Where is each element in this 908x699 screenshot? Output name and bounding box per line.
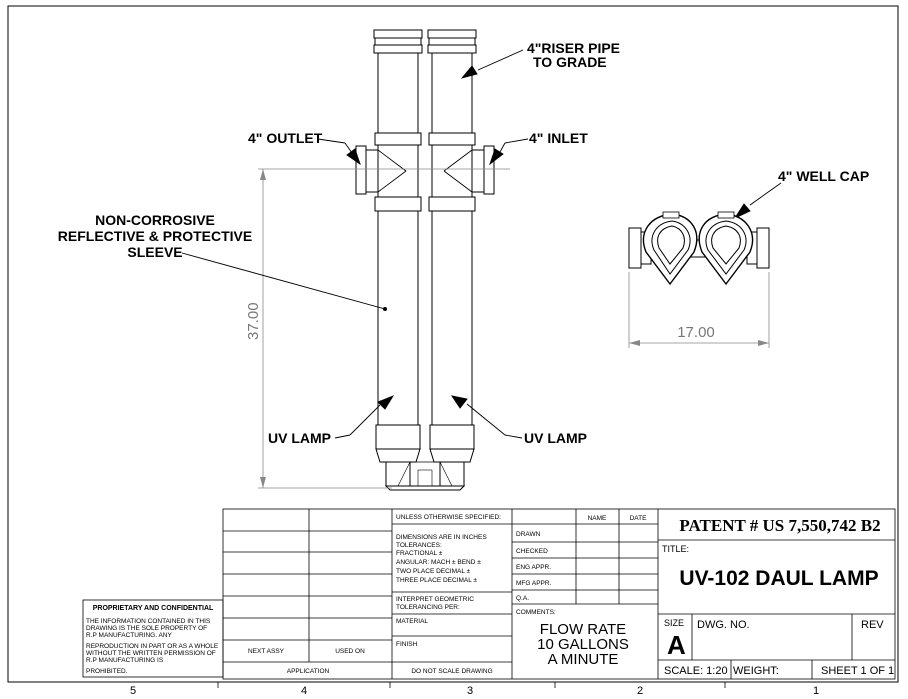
width-dimension: [628, 272, 770, 348]
well-cap-label: 4" WELL CAP: [778, 168, 869, 184]
interpret-line: INTERPRET GEOMETRIC: [396, 596, 474, 603]
title-label: TITLE:: [662, 544, 689, 554]
left-pipe-column: [355, 29, 423, 487]
width-dimension-value: 17.00: [677, 324, 715, 341]
zone-3: 3: [467, 685, 473, 697]
proprietary-line: REPRODUCTION IN PART OR AS A WHOLE: [86, 643, 219, 650]
used-on-label: USED ON: [335, 648, 365, 655]
sleeve-label-line1: NON-CORROSIVE: [95, 212, 215, 228]
dims-line: FRACTIONAL ±: [396, 550, 443, 557]
approval-qa: Q.A.: [516, 595, 529, 602]
next-assy-label: NEXT ASSY: [248, 648, 285, 655]
sleeve-label-line2: REFLECTIVE & PROTECTIVE: [58, 228, 252, 244]
title-block: [222, 508, 896, 680]
dims-line: DIMENSIONS ARE IN INCHES: [396, 534, 487, 541]
scale-label: SCALE: 1:20: [664, 665, 728, 677]
interpret-line: TOLERANCING PER:: [396, 604, 460, 611]
approval-drawn: DRAWN: [516, 531, 541, 538]
size-label: SIZE: [664, 618, 684, 628]
drawing-title: UV-102 DAUL LAMP: [679, 567, 878, 590]
date-header: DATE: [630, 515, 648, 522]
sleeve-leader-dot: [383, 307, 387, 311]
zone-2: 2: [637, 685, 643, 697]
sheet-label: SHEET 1 OF 1: [821, 665, 894, 677]
approval-mfg: MFG APPR.: [516, 580, 552, 587]
zone-1: 1: [813, 685, 819, 697]
riser-label-line1: 4"RISER PIPE: [527, 40, 620, 56]
application-label: APPLICATION: [287, 668, 330, 675]
elevation-view: [355, 29, 495, 491]
name-header: NAME: [588, 515, 607, 522]
finish-label: FINISH: [396, 641, 418, 648]
leaders: [181, 49, 782, 439]
sheet-border: [7, 5, 899, 683]
unless-label: UNLESS OTHERWISE SPECIFIED:: [396, 514, 501, 521]
proprietary-heading: PROPRIETARY AND CONFIDENTIAL: [93, 605, 214, 612]
uv-lamp-right-label: UV LAMP: [524, 430, 587, 446]
proprietary-line: THE INFORMATION CONTAINED IN THIS: [86, 618, 211, 625]
right-pipe-column: [427, 29, 495, 487]
dims-line: TOLERANCES:: [396, 542, 442, 549]
zone-5: 5: [130, 685, 136, 697]
rev-label: REV: [861, 619, 884, 631]
outlet-label: 4" OUTLET: [248, 130, 323, 146]
proprietary-line: R.P MANUFACTURING. ANY: [86, 632, 173, 639]
proprietary-line: R.P MANUFACTURING IS: [86, 657, 164, 664]
flow-rate-line3: A MINUTE: [548, 651, 619, 668]
height-dimension: [258, 168, 510, 489]
proprietary-line: DRAWING IS THE SOLE PROPERTY OF: [86, 625, 207, 632]
do-not-scale-label: DO NOT SCALE DRAWING: [411, 668, 492, 675]
height-dimension-value: 37.00: [245, 302, 262, 340]
dims-line: TWO PLACE DECIMAL ±: [396, 568, 471, 575]
top-view: [628, 211, 770, 286]
comments-label: COMMENTS:: [516, 609, 556, 616]
dims-line: ANGULAR: MACH ± BEND ±: [396, 559, 481, 566]
approval-eng: ENG APPR.: [516, 564, 551, 571]
weight-label: WEIGHT:: [733, 665, 779, 677]
approval-checked: CHECKED: [516, 548, 548, 555]
dims-line: THREE PLACE DECIMAL ±: [396, 577, 477, 584]
flow-rate-line1: FLOW RATE: [540, 621, 626, 638]
patent-number: PATENT # US 7,550,742 B2: [679, 516, 880, 535]
zone-4: 4: [301, 685, 307, 697]
material-label: MATERIAL: [396, 618, 428, 625]
proprietary-block: PROPRIETARY AND CONFIDENTIAL THE INFORMA…: [82, 599, 224, 678]
proprietary-line: WITHOUT THE WRITTEN PERMISSION OF: [86, 650, 216, 657]
sleeve-label-line3: SLEEVE: [127, 244, 182, 260]
inlet-label: 4" INLET: [529, 130, 588, 146]
uv-lamp-left-label: UV LAMP: [268, 430, 331, 446]
riser-label-line2: TO GRADE: [533, 54, 607, 70]
size-value: A: [667, 630, 686, 660]
flow-rate-line2: 10 GALLONS: [537, 636, 629, 653]
proprietary-line: PROHIBITED.: [86, 668, 128, 675]
dwg-no-label: DWG. NO.: [697, 619, 750, 631]
bottom-tray: [384, 485, 466, 491]
